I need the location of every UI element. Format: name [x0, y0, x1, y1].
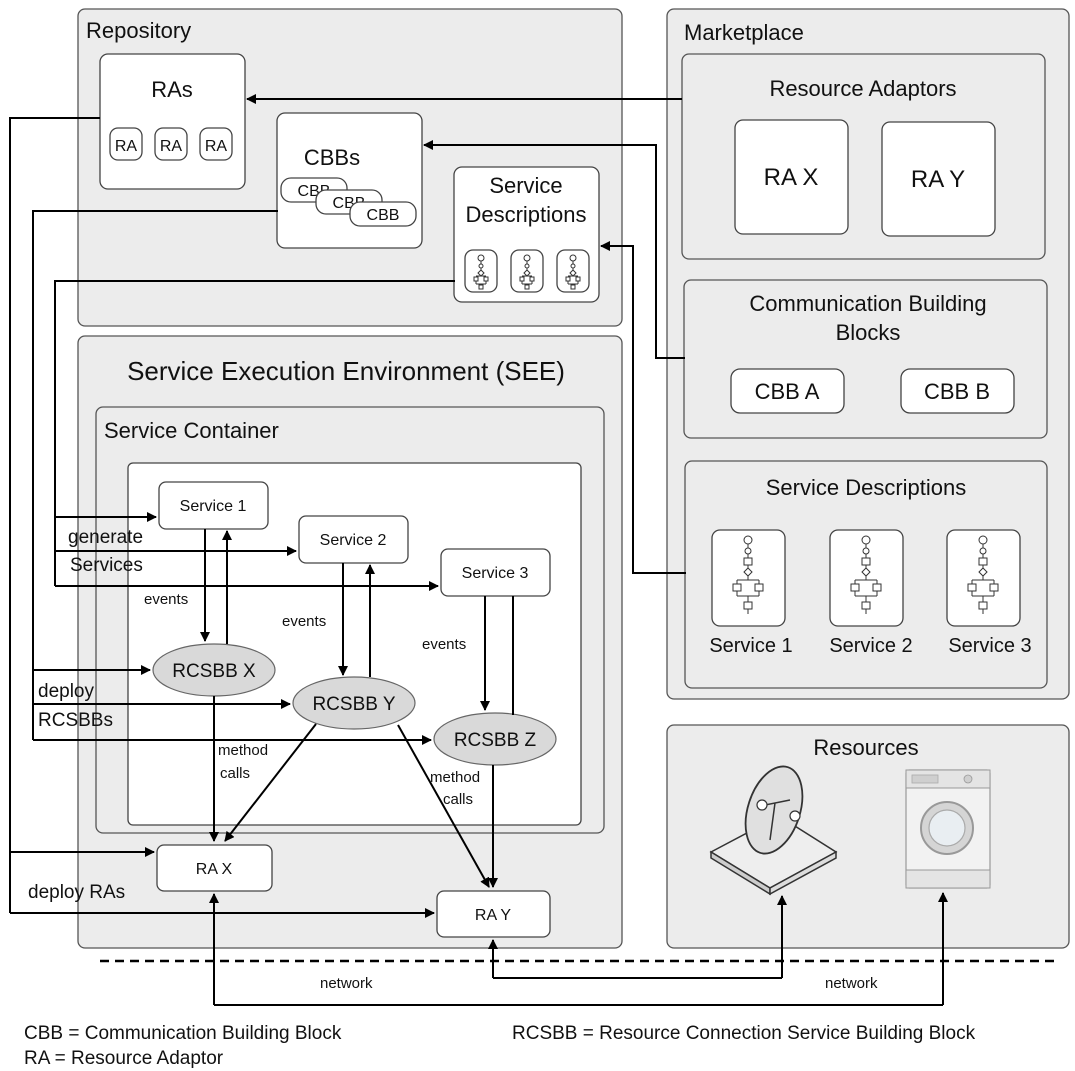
rcsbb-z-label: RCSBB Z [454, 730, 537, 751]
market-service-descriptions-box: Service Descriptions Service 1 Service 2… [684, 460, 1048, 689]
market-sd-title: Service Descriptions [766, 475, 967, 500]
repo-ras-box: RAs RA RA RA [99, 53, 246, 190]
connectors [9, 94, 1055, 1006]
resources-title: Resources [813, 735, 918, 760]
repo-ra-item: RA [205, 138, 228, 155]
see-title: Service Execution Environment (SEE) [127, 356, 565, 386]
repo-ra-item: RA [160, 138, 183, 155]
resources-panel: Resources [666, 724, 1070, 949]
rcsbb-y-node [292, 676, 416, 730]
market-ra-x: RA X [764, 164, 819, 191]
service-1-box [158, 481, 269, 530]
rcsbb-x-label: RCSBB X [172, 661, 256, 682]
service-2-box [298, 515, 409, 564]
communication-building-blocks-box: Communication Building Blocks CBB A CBB … [683, 279, 1048, 439]
events-label-3: events [422, 636, 466, 653]
see-ra-x-box [156, 844, 273, 892]
satellite-dish-icon [709, 765, 838, 896]
deploy-ras-label: deploy RAs [28, 882, 125, 903]
see-ra-x-label: RA X [196, 861, 233, 878]
service-1-label: Service 1 [180, 498, 247, 515]
generate-label: generate [68, 527, 143, 548]
edge-labels: generate Services deploy RCSBBs deploy R… [28, 527, 878, 992]
repository-panel: Repository RAs RA RA RA CBBs CBB CBB CBB… [77, 8, 623, 327]
events-label-1: events [144, 591, 188, 608]
repo-sd-title-line1: Service [489, 173, 562, 198]
market-cbb-b: CBB B [924, 379, 990, 404]
events-label-2: events [282, 613, 326, 630]
see-panel: Service Execution Environment (SEE) Serv… [77, 335, 623, 949]
repo-ras-title: RAs [151, 77, 193, 102]
method-label-2: method [430, 769, 480, 786]
marketplace-panel: Marketplace Resource Adaptors RA X RA Y … [666, 8, 1070, 700]
repo-cbb-item: CBB [367, 207, 400, 224]
rcsbb-y-label: RCSBB Y [312, 694, 395, 715]
see-ra-y-label: RA Y [475, 907, 512, 924]
calls-label-1: calls [220, 765, 250, 782]
see-ra-y-box [436, 890, 551, 938]
resource-adaptors-box: Resource Adaptors RA X RA Y [681, 53, 1046, 260]
cbb-title-line1: Communication Building [749, 291, 986, 316]
repo-cbbs-box: CBBs CBB CBB CBB [276, 112, 423, 249]
deploy-label: deploy [38, 681, 94, 702]
repo-ra-item: RA [115, 138, 138, 155]
network-label-right: network [825, 975, 878, 992]
method-label-1: method [218, 742, 268, 759]
marketplace-title: Marketplace [684, 20, 804, 45]
repo-service-descriptions-box: Service Descriptions [453, 166, 600, 303]
cbb-title-line2: Blocks [836, 320, 901, 345]
washing-machine-icon [905, 769, 991, 889]
service-3-box [440, 548, 551, 597]
calls-label-2: calls [443, 791, 473, 808]
market-sd-item: Service 1 [709, 635, 792, 657]
market-ra-y: RA Y [911, 166, 965, 193]
legend: CBB = Communication Building Block RA = … [24, 1023, 976, 1069]
market-sd-item: Service 2 [829, 635, 912, 657]
rcsbbs-label: RCSBBs [38, 710, 113, 731]
market-sd-item: Service 3 [948, 635, 1031, 657]
legend-cbb: CBB = Communication Building Block [24, 1023, 342, 1044]
repository-title: Repository [86, 18, 191, 43]
repo-sd-title-line2: Descriptions [465, 202, 586, 227]
legend-rcsbb: RCSBB = Resource Connection Service Buil… [512, 1023, 976, 1044]
service-container-title: Service Container [104, 418, 279, 443]
service-3-label: Service 3 [462, 565, 529, 582]
resource-adaptors-title: Resource Adaptors [769, 76, 956, 101]
legend-ra: RA = Resource Adaptor [24, 1048, 224, 1069]
repo-cbbs-title: CBBs [304, 145, 360, 170]
services-label: Services [70, 555, 143, 576]
network-label-left: network [320, 975, 373, 992]
market-cbb-a: CBB A [755, 379, 820, 404]
service-2-label: Service 2 [320, 532, 387, 549]
rcsbb-z-node [433, 712, 557, 766]
